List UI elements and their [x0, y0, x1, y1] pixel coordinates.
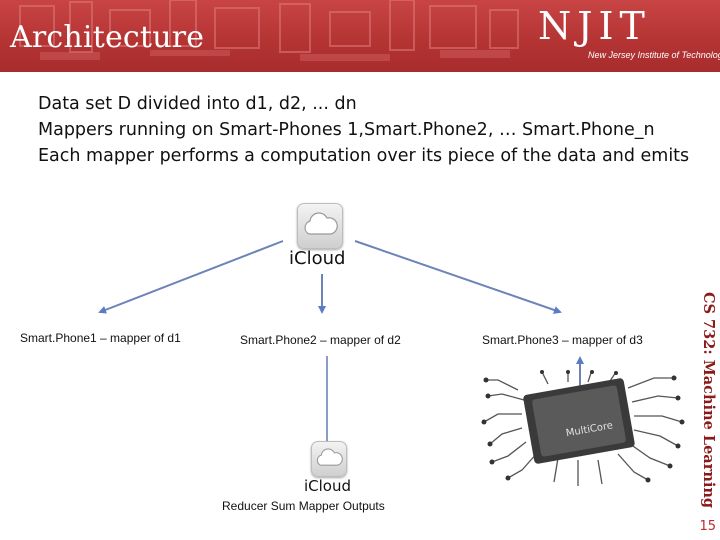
- cloud-icon: [316, 448, 343, 466]
- cloud-icon: [304, 212, 338, 235]
- icloud-bottom-label: iCloud: [304, 477, 352, 495]
- mapper-phone1-label: Smart.Phone1 – mapper of d1: [20, 331, 181, 345]
- page-number: 15: [699, 519, 716, 534]
- njit-logo-subtitle: New Jersey Institute of Technology: [588, 50, 720, 60]
- mapper-phone2-label: Smart.Phone2 – mapper of d2: [240, 333, 401, 347]
- arrow-to-phone3: [354, 240, 562, 314]
- bullet-list: Data set D divided into d1, d2, ... dn M…: [38, 91, 720, 169]
- bullet-item: Mappers running on Smart-Phones 1,Smart.…: [38, 120, 655, 140]
- header-pattern: [19, 0, 519, 61]
- slide-title: Architecture: [10, 20, 205, 55]
- icloud-top-label: iCloud: [289, 248, 346, 269]
- bullet-item: Each mapper performs a computation over …: [38, 146, 690, 166]
- njit-logo: NJIT: [538, 4, 651, 48]
- cpu-chip-icon: MultiCore: [481, 370, 685, 486]
- reducer-label: Reducer Sum Mapper Outputs: [222, 499, 385, 513]
- icloud-bottom-icon-box: [311, 441, 347, 477]
- bullet-item: Data set D divided into d1, d2, ... dn: [38, 94, 357, 114]
- arrow-to-phone1: [98, 240, 284, 314]
- icloud-top-icon-box: [297, 203, 343, 249]
- mapper-phone3-label: Smart.Phone3 – mapper of d3: [482, 333, 643, 347]
- course-label: CS 732: Machine Learning: [700, 292, 717, 509]
- slide-header: Architecture NJIT New Jersey Institute o…: [0, 0, 720, 72]
